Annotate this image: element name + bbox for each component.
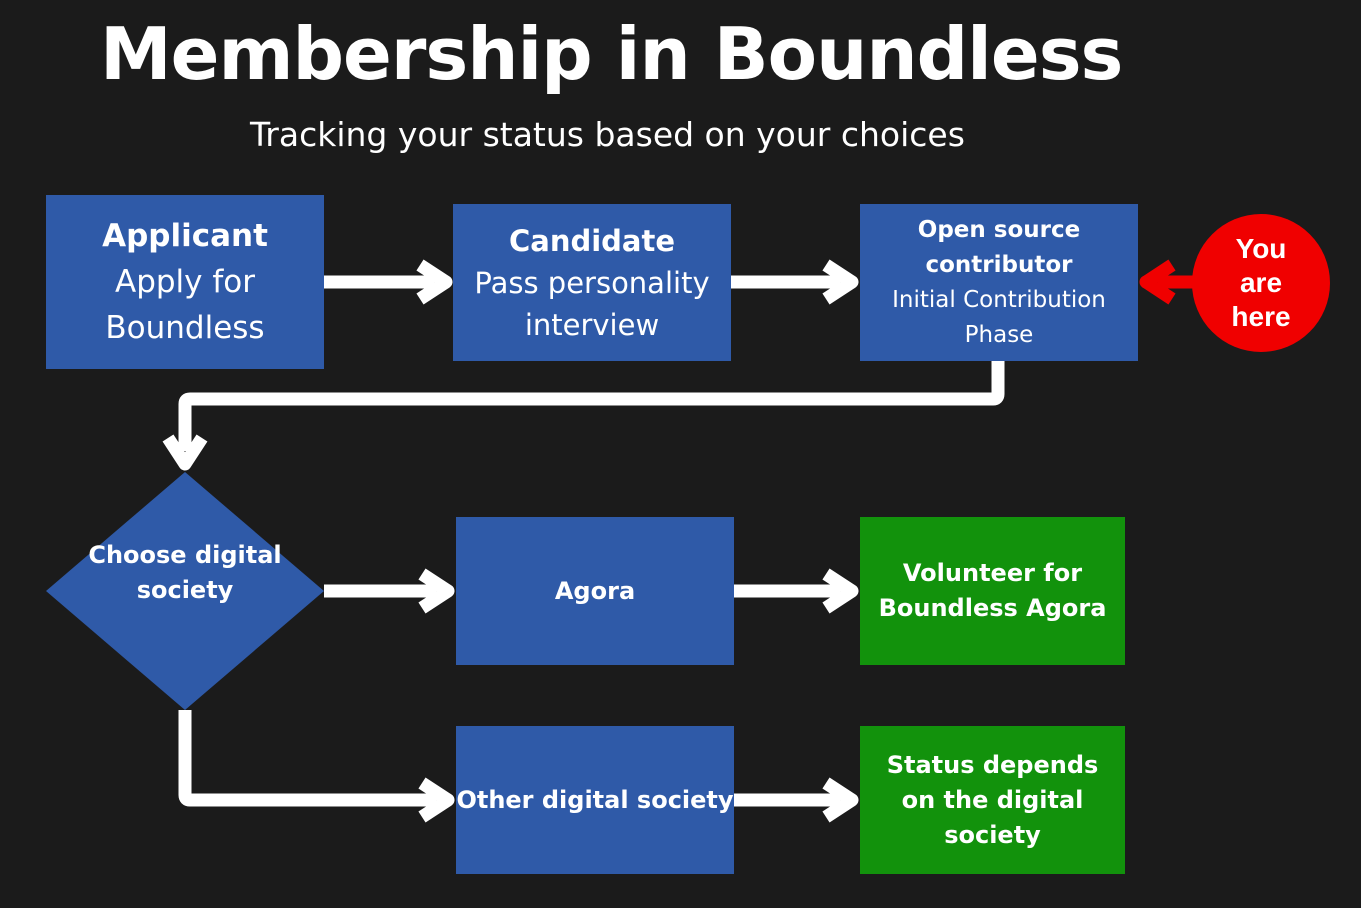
arrowhead-icon [1139,259,1176,305]
arrowhead-icon [822,259,859,305]
node-open-source-text: Initial Contribution Phase [892,286,1106,348]
node-volunteer-text: Volunteer for Boundless Agora [878,559,1107,622]
arrow-open-source-to-choose [178,361,1005,451]
node-other-digital-society: Other digital society [456,726,734,874]
arrowhead-icon [418,777,455,823]
node-open-source-heading: Open source contributor [917,216,1081,278]
arrowhead-icon [418,568,455,614]
node-status: Status depends on the digital society [860,726,1125,874]
arrowhead-icon [822,568,859,614]
node-volunteer: Volunteer for Boundless Agora [860,517,1125,665]
node-applicant: Applicant Apply for Boundless [46,195,324,369]
page-subtitle: Tracking your status based on your choic… [250,115,965,154]
node-agora: Agora [456,517,734,665]
node-candidate: Candidate Pass personality interview [453,204,731,361]
arrowhead-icon [416,259,453,305]
decision-diamond [46,472,324,710]
node-applicant-heading: Applicant [102,218,268,254]
page-title: Membership in Boundless [100,12,1123,96]
arrowhead-icon [822,777,859,823]
node-choose-digital-society: Choose digital society [88,541,282,604]
node-status-text: Status depends on the digital society [886,750,1099,849]
node-candidate-text: Pass personality interview [474,265,710,342]
node-applicant-text: Apply for Boundless [105,264,265,346]
arrow-choose-to-other [178,710,436,807]
node-open-source-contributor: Open source contributor Initial Contribu… [860,204,1138,361]
node-candidate-heading: Candidate [508,223,676,258]
node-other-text: Other digital society [456,785,734,814]
you-are-here-marker: You are here [1192,214,1330,352]
marker-text: You are here [1231,233,1291,332]
node-agora-text: Agora [554,576,636,605]
arrowhead-icon [162,434,208,471]
